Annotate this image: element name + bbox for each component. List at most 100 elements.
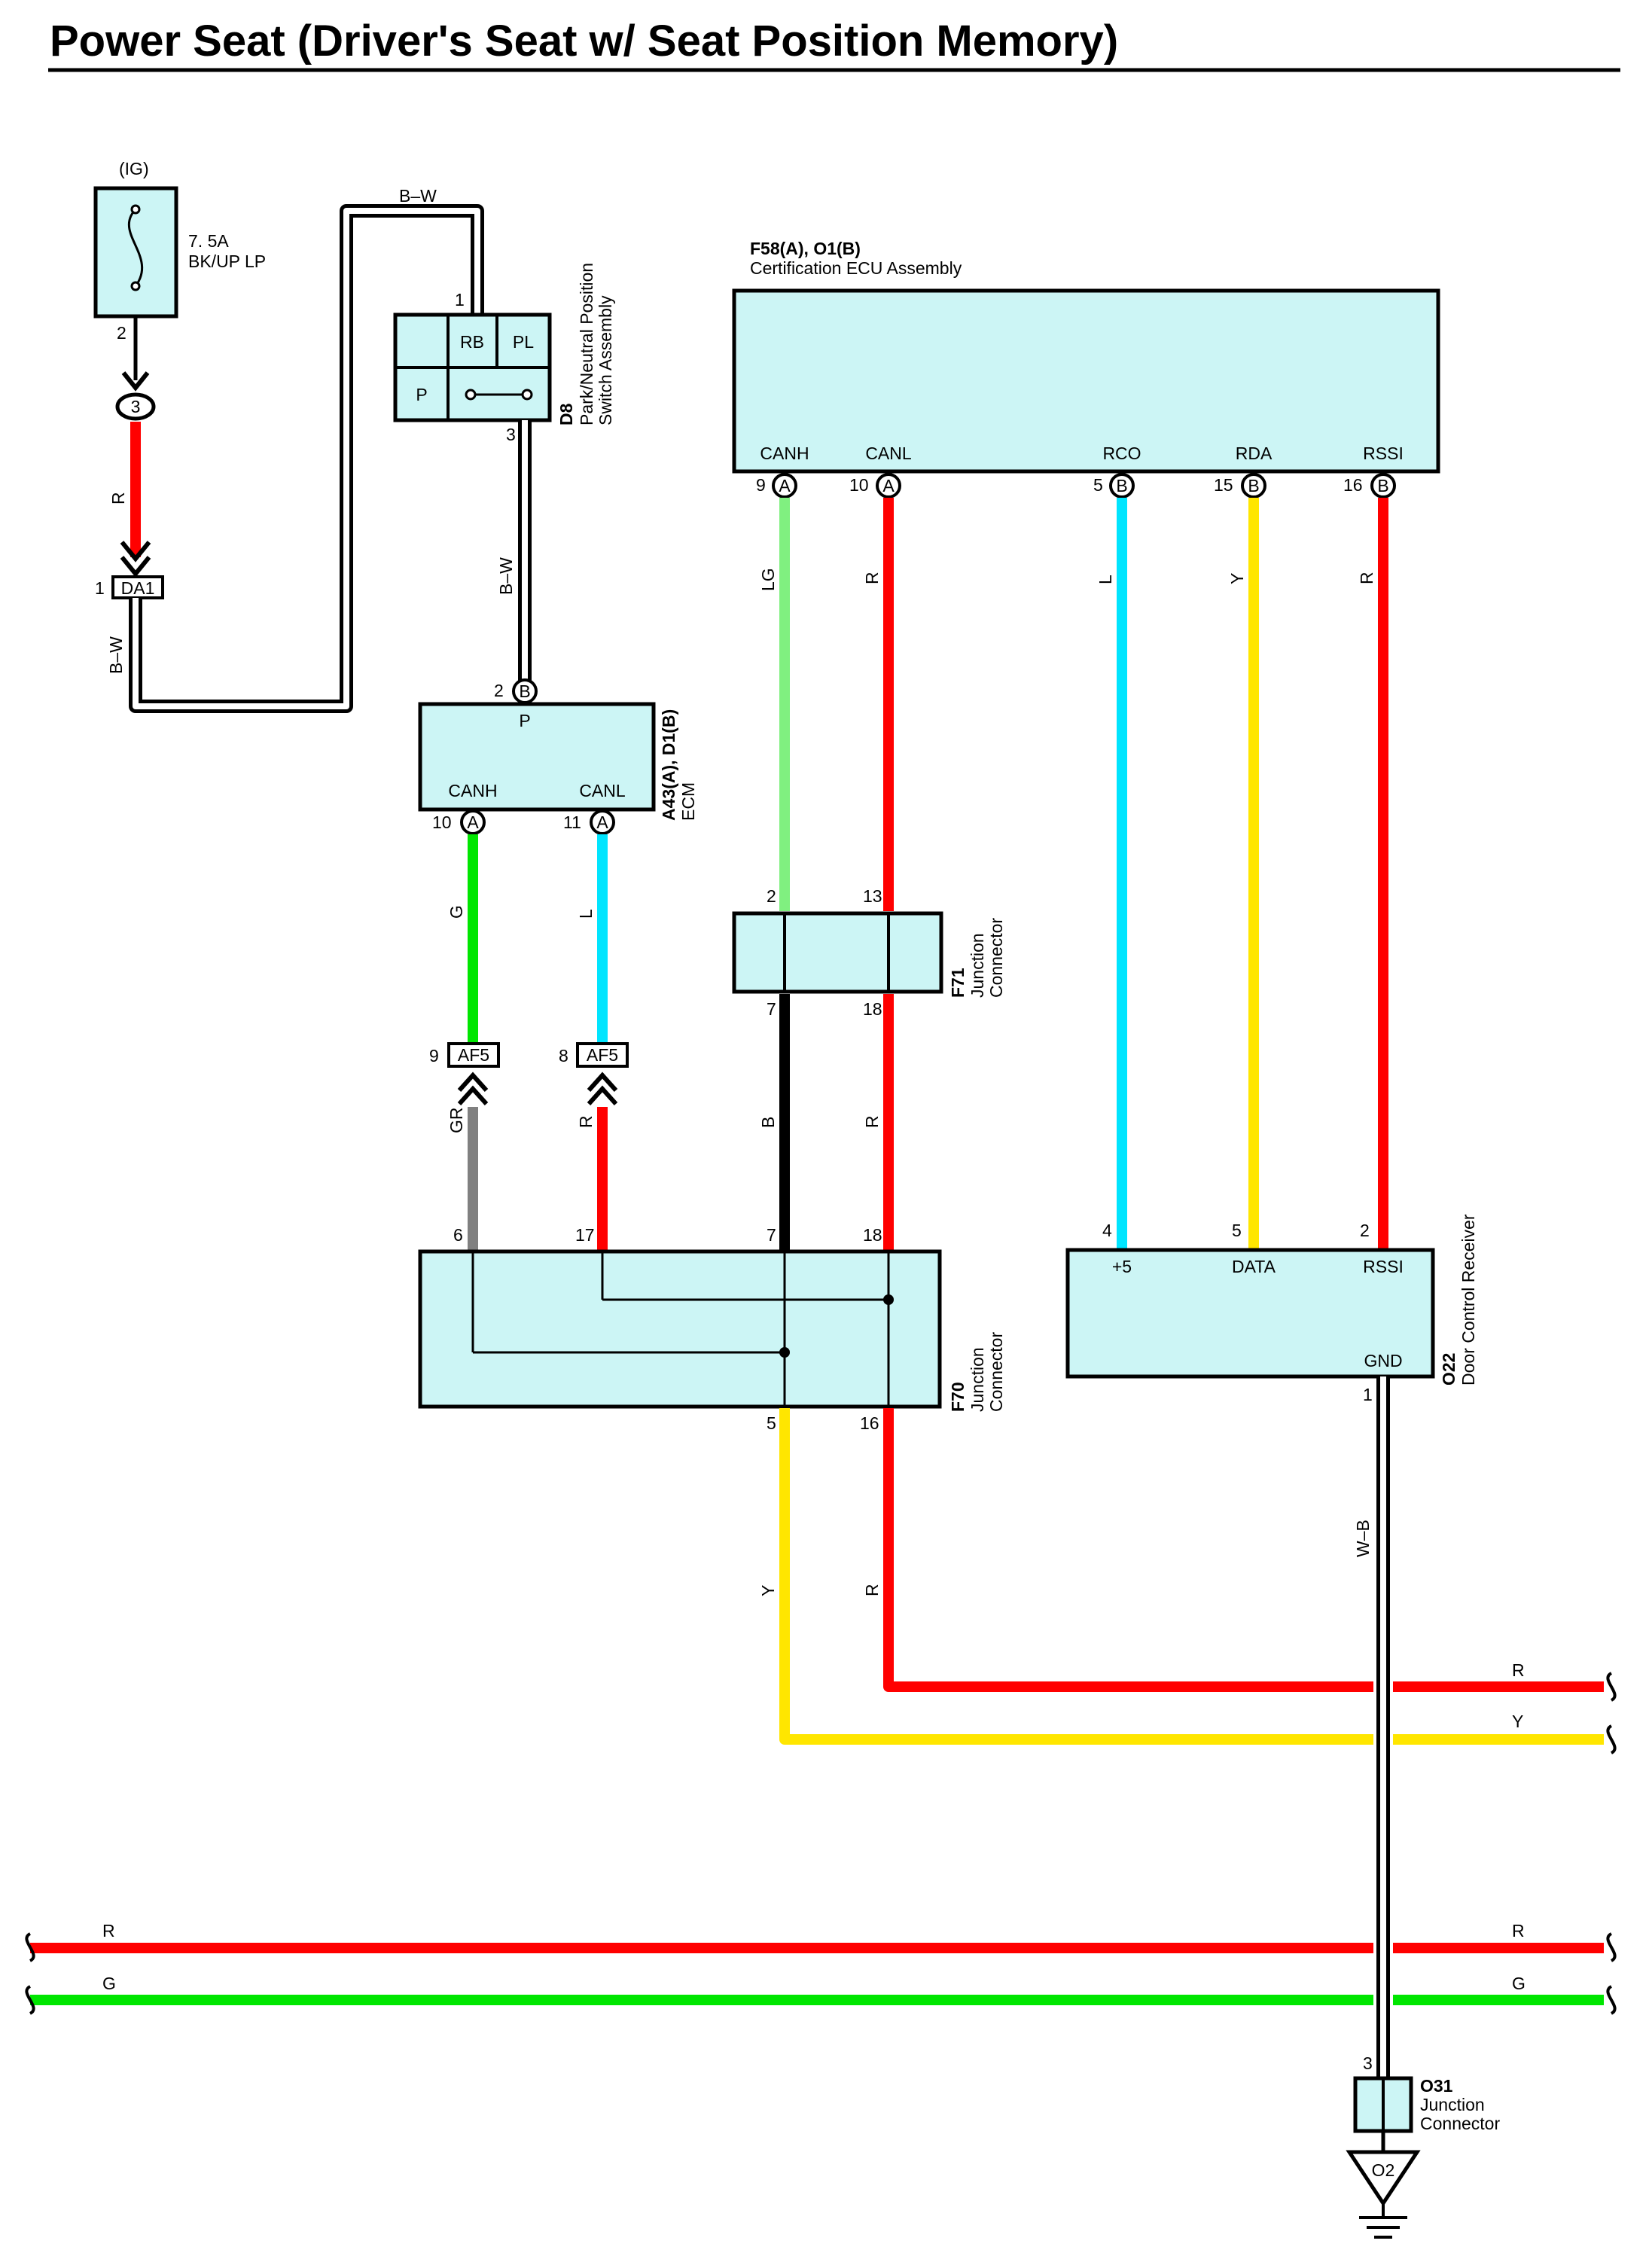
svg-text:R: R (108, 492, 128, 505)
svg-text:A: A (596, 812, 608, 832)
svg-text:2: 2 (767, 886, 776, 906)
cert-ecu-terminal: RDA (1236, 444, 1273, 463)
o22-code: O22 (1439, 1353, 1458, 1386)
d8-terminal-pl: PL (513, 332, 534, 352)
svg-text:5: 5 (1232, 1221, 1242, 1240)
svg-text:4: 4 (1102, 1221, 1112, 1240)
o22-terminal: RSSI (1363, 1257, 1404, 1276)
connector-af5: 9 AF5 8 AF5 (429, 1042, 629, 1106)
cert-ecu-code: F58(A), O1(B) (750, 239, 861, 258)
fuse-pin: 2 (117, 323, 126, 343)
svg-text:B–W: B–W (106, 636, 126, 674)
o22-terminal: DATA (1232, 1257, 1276, 1276)
wire-break-icon (1606, 1672, 1617, 1702)
ground-label: O2 (1372, 2160, 1395, 2180)
wire-b-w-outer (129, 204, 484, 713)
svg-text:8: 8 (559, 1046, 568, 1065)
d8-code: D8 (556, 403, 576, 425)
svg-text:R: R (102, 1921, 115, 1940)
f71-junction-connector: 2 13 7 18 F71 Junction Connector (732, 886, 1006, 1019)
d8-name-2: Switch Assembly (596, 295, 615, 425)
svg-text:3: 3 (1363, 2053, 1373, 2073)
svg-text:7: 7 (767, 1225, 776, 1245)
svg-text:B: B (519, 681, 530, 701)
svg-text:B: B (1248, 476, 1259, 495)
svg-text:AF5: AF5 (587, 1045, 618, 1065)
svg-text:3: 3 (131, 397, 141, 416)
ecm-box (418, 702, 656, 812)
d8-terminal-p: P (416, 385, 427, 404)
svg-text:A: A (467, 812, 479, 832)
svg-text:16: 16 (1343, 475, 1363, 495)
connector-arrow-icon (587, 1072, 618, 1106)
cert-ecu-terminal: RCO (1102, 444, 1141, 463)
wire-break-icon (1606, 1932, 1617, 1962)
connector-arrow-icon (121, 371, 150, 392)
svg-text:R: R (1512, 1660, 1525, 1680)
svg-text:A: A (779, 476, 791, 495)
connector-da1 (111, 575, 164, 599)
svg-text:1: 1 (95, 578, 105, 598)
svg-text:17: 17 (575, 1225, 595, 1245)
svg-text:Connector: Connector (986, 1332, 1006, 1412)
svg-text:6: 6 (453, 1225, 463, 1245)
wire-r-f70-out (883, 1408, 1604, 1692)
svg-text:AF5: AF5 (458, 1045, 489, 1065)
svg-text:Y: Y (1227, 573, 1247, 584)
svg-text:9: 9 (429, 1046, 439, 1065)
cert-ecu-terminal: CANH (760, 444, 809, 463)
svg-text:Connector: Connector (986, 918, 1006, 998)
svg-text:3: 3 (506, 425, 516, 444)
svg-text:18: 18 (863, 1225, 882, 1245)
splice-dot-icon (883, 1294, 894, 1305)
svg-text:5: 5 (1093, 475, 1103, 495)
o22-terminal: +5 (1112, 1257, 1132, 1276)
d8-park-neutral-switch: 1 RB PL P 3 D8 Park/Neutral Position Swi… (393, 263, 615, 444)
svg-text:W–B: W–B (1353, 1520, 1373, 1557)
wire-break-icon (25, 1932, 35, 1962)
d8-name-1: Park/Neutral Position (577, 263, 596, 425)
switch-contact-icon (521, 389, 533, 401)
f71-box (732, 911, 943, 994)
svg-text:R: R (862, 1115, 882, 1128)
fuse-rating: 7. 5A (188, 231, 229, 251)
svg-text:L: L (1096, 575, 1115, 584)
junction-3 (115, 392, 156, 421)
ecm-terminal-p: P (519, 711, 530, 730)
svg-text:LG: LG (758, 568, 778, 591)
svg-text:Junction: Junction (1420, 2095, 1485, 2114)
svg-text:1: 1 (455, 290, 465, 309)
connector-arrow-icon (120, 541, 151, 578)
svg-text:18: 18 (863, 999, 882, 1019)
svg-text:L: L (576, 909, 596, 919)
f70-junction-connector: 6 17 7 18 5 16 F70 Junction Connector (418, 1225, 1006, 1433)
ecm-code: A43(A), D1(B) (659, 709, 678, 821)
svg-text:A: A (882, 476, 895, 495)
switch-contact-icon (465, 389, 477, 401)
wire-break-icon (1606, 1724, 1617, 1754)
svg-text:B–W: B–W (399, 186, 437, 206)
svg-text:B: B (758, 1117, 778, 1128)
o31-junction-connector: 3 O31 Junction Connector O2 (1346, 2053, 1500, 2239)
fuse-source-label: (IG) (119, 159, 149, 178)
splice-dot-icon (779, 1347, 790, 1358)
ecm-terminal-canh: CANH (448, 781, 497, 800)
o22-name: Door Control Receiver (1458, 1214, 1478, 1386)
svg-text:Y: Y (1512, 1712, 1523, 1731)
f70-code: F70 (948, 1382, 968, 1412)
wire-y-f70-out (779, 1408, 1604, 1745)
cert-ecu-box (732, 288, 1440, 474)
svg-text:B: B (1377, 476, 1388, 495)
svg-text:15: 15 (1214, 475, 1233, 495)
f71-code: F71 (948, 968, 968, 998)
svg-text:Connector: Connector (1420, 2114, 1500, 2133)
page-title: Power Seat (Driver's Seat w/ Seat Positi… (50, 17, 1118, 66)
svg-text:GR: GR (447, 1108, 466, 1134)
svg-text:11: 11 (563, 812, 581, 832)
wire-break-icon (25, 1985, 35, 2015)
svg-text:R: R (1512, 1921, 1525, 1940)
cert-ecu-name: Certification ECU Assembly (750, 258, 962, 278)
svg-text:R: R (862, 1584, 882, 1596)
fuse-name: BK/UP LP (188, 252, 266, 271)
